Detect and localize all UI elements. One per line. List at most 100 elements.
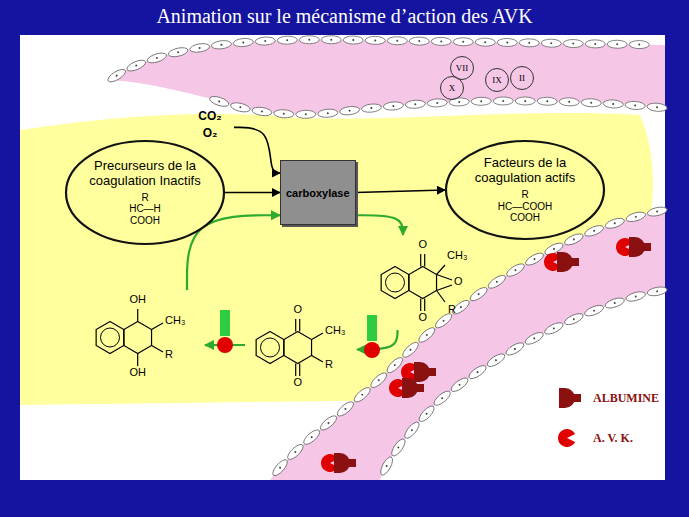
cell-nucleus (533, 258, 536, 261)
cell-nucleus (199, 47, 201, 49)
endothelial-cell (417, 325, 437, 344)
endothelial-cell (302, 428, 322, 447)
cell-nucleus (327, 112, 329, 114)
gas-label: O₂ (186, 125, 234, 142)
cell-nucleus (425, 412, 428, 415)
vitamin-k-hydroquinone: OHCH₃ROH (85, 290, 205, 385)
endothelial-cell (125, 58, 147, 73)
chemical-bond (312, 333, 323, 340)
endothelial-cell (383, 101, 404, 111)
cell-nucleus (476, 371, 479, 374)
endothelial-cell (146, 51, 167, 65)
legend-label: A. V. K. (593, 431, 633, 446)
endothelial-cell (230, 101, 251, 113)
cell-nucleus (634, 295, 636, 297)
atom-label: R (448, 303, 456, 315)
cell-nucleus (635, 216, 637, 218)
cell-nucleus (218, 100, 221, 103)
cell-nucleus (344, 407, 347, 410)
chemical-bond (437, 291, 445, 303)
cell-nucleus (330, 39, 332, 41)
cell-nucleus (514, 348, 517, 351)
cell-nucleus (392, 105, 394, 107)
endothelial-cell (583, 303, 605, 318)
node-label: Precurseurs de la coagulation Inactifs (65, 159, 225, 189)
albumin-molecule (557, 252, 579, 272)
legend-swatch (555, 386, 585, 410)
atom-label: OH (129, 293, 146, 305)
cell-nucleus (135, 64, 138, 67)
legend-entry: A. V. K. (555, 426, 633, 450)
cell-nucleus (477, 293, 480, 296)
cell-nucleus (572, 43, 574, 45)
albumin-symbol (559, 388, 581, 408)
endothelial-cell (475, 38, 495, 46)
endothelial-cell (352, 385, 372, 404)
endothelial-cell (524, 330, 545, 346)
endothelial-cell (515, 97, 535, 105)
endothelial-cell (369, 371, 389, 390)
slide-panel (20, 35, 665, 480)
aromatic-circle (261, 338, 280, 357)
cell-nucleus (593, 230, 596, 233)
cell-nucleus (264, 40, 266, 42)
endothelial-cell (583, 223, 605, 238)
endothelial-cell (343, 36, 363, 44)
endothelial-cell (335, 399, 355, 418)
atom-label: R (325, 358, 333, 370)
cell-nucleus (393, 364, 396, 367)
atom-label: O (454, 275, 463, 287)
endothelial-cell (607, 40, 627, 48)
lower-vessel (270, 210, 665, 480)
cell-nucleus (594, 43, 596, 45)
inactive-precursors: Precurseurs de la coagulation InactifsRH… (65, 140, 225, 245)
endothelial-cell (270, 458, 289, 478)
chemical-bond (312, 356, 323, 363)
cell-nucleus (220, 44, 222, 46)
cell-nucleus (305, 113, 307, 115)
cell-nucleus (593, 309, 596, 312)
cell-nucleus (411, 429, 414, 432)
atom-label: O (293, 303, 302, 315)
reaction-arrow (356, 190, 445, 193)
cell-nucleus (327, 422, 330, 425)
cell-nucleus (459, 306, 462, 309)
cell-nucleus (484, 41, 486, 43)
endothelial-cell (285, 442, 305, 462)
factor-numeral: VII (456, 63, 469, 73)
endothelial-cell (493, 97, 513, 105)
chemical-bond (295, 319, 296, 332)
ring-bond (381, 267, 409, 299)
cell-nucleus (115, 74, 118, 77)
endothelial-cell (486, 273, 507, 291)
cell-nucleus (612, 103, 614, 105)
cell-nucleus (634, 104, 636, 106)
cell-nucleus (310, 436, 313, 439)
ring-bond (409, 267, 437, 299)
endothelial-cell (361, 103, 382, 113)
endothelial-cell (405, 100, 426, 109)
albumin-molecule (402, 378, 424, 398)
cell-nucleus (638, 44, 640, 46)
vitamin-k-cycle-arrow (356, 215, 403, 235)
endothelial-cell (563, 311, 585, 326)
cell-nucleus (279, 466, 282, 469)
gas-inputs: CO₂O₂ (186, 108, 234, 147)
cell-nucleus (553, 248, 556, 251)
endothelial-cell (378, 455, 395, 476)
enzyme-label: carboxylase (286, 187, 350, 199)
endothelial-cell (277, 36, 297, 45)
cell-nucleus (442, 319, 445, 322)
endothelial-cell (449, 98, 469, 107)
cell-nucleus (156, 57, 159, 60)
chemical-formula: HC—COOH (445, 201, 605, 213)
cell-nucleus (553, 327, 556, 330)
endothelial-cell (585, 40, 605, 48)
legend-entry: ALBUMINE (555, 386, 659, 410)
endothelial-cell (559, 98, 579, 107)
chemical-formula: R (65, 192, 225, 204)
cell-nucleus (177, 51, 179, 53)
vitamin-k-epoxide: OCH₃ORO (370, 235, 480, 330)
